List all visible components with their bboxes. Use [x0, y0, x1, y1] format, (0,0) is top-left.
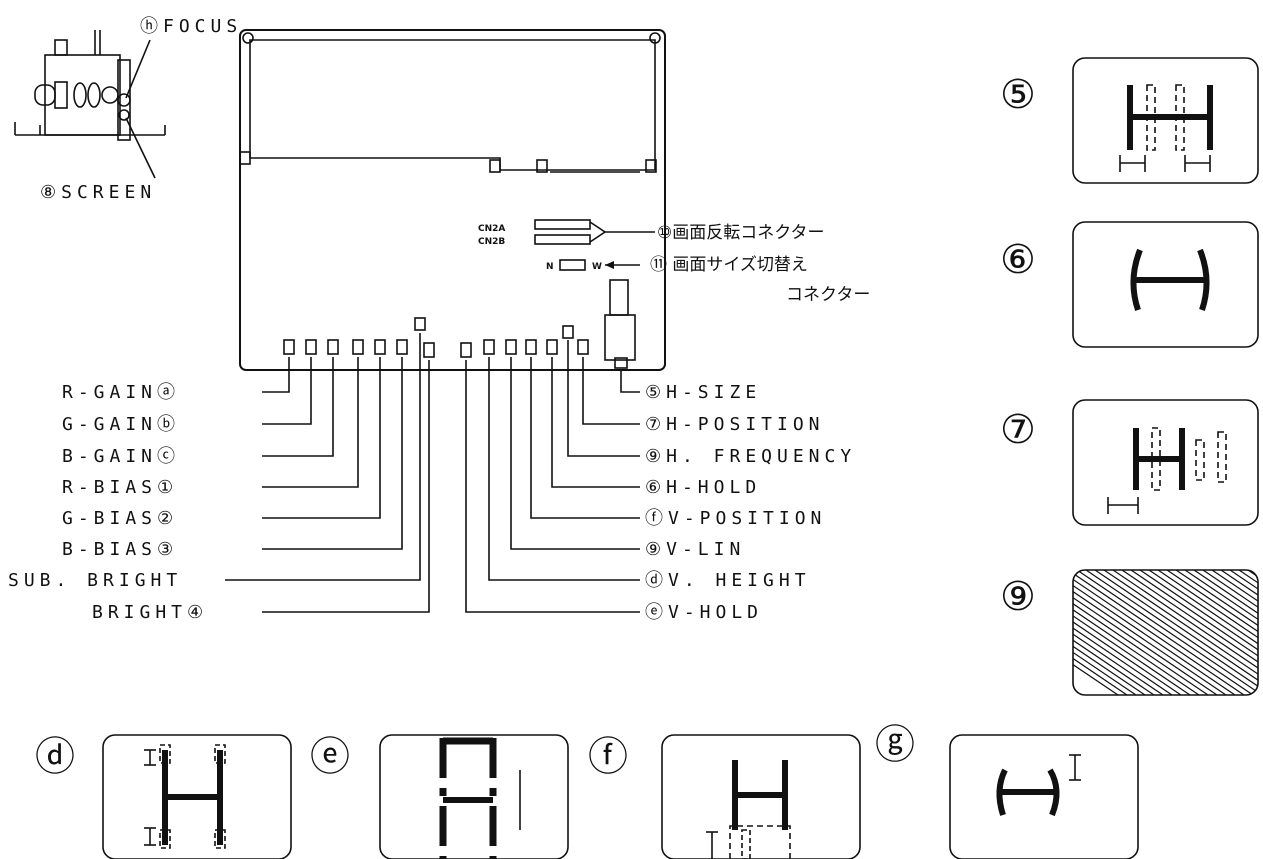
left-leader-lines [225, 333, 430, 613]
hatch-line [1094, 570, 1258, 695]
hatch-line [1112, 570, 1258, 695]
cn2b-label: CN2B [478, 237, 505, 247]
panel-e-mark: ⓔ [310, 734, 350, 780]
label-h-size: ⑤H-SIZE [645, 382, 761, 403]
label-h-frequency: ⑨H. FREQUENCY [645, 446, 856, 467]
hatch-line [1073, 570, 1128, 695]
screen-label: ⑧SCREEN [40, 182, 156, 203]
hatch-line [1184, 570, 1258, 695]
panel-d-mark: ⓓ [35, 734, 75, 780]
hatch-line [1166, 570, 1258, 695]
panel-g-mark: ⓖ [875, 722, 915, 768]
hatch-line [1073, 570, 1227, 695]
hatch-line [1076, 570, 1258, 695]
cn2a-label: CN2A [478, 224, 505, 234]
hatch-line [1121, 570, 1258, 695]
main-board [239, 29, 666, 371]
size-connector[interactable] [559, 259, 586, 271]
hatch-line [1193, 570, 1258, 695]
panel-g [949, 734, 1139, 859]
panel-5 [1072, 57, 1259, 184]
hatch-line [1073, 570, 1245, 695]
size-connector-label-1: ⑪ 画面サイズ切替え [650, 255, 808, 275]
w-label: W [592, 262, 602, 272]
label-b-bias: B-BIAS③ [62, 539, 178, 560]
label-v-position: ⓕV-POSITION [645, 508, 826, 529]
control-knobs [283, 317, 589, 358]
size-connector-label-2: コネクター [786, 285, 870, 305]
n-label: N [546, 262, 554, 272]
right-labels: ⑤H-SIZE ⑦H-POSITION ⑨H. FREQUENCY ⑥H-HOL… [645, 382, 856, 623]
panel-9-mark: ⑨ [1000, 574, 1036, 620]
hatch-line [1073, 570, 1209, 695]
right-leader-lines [465, 340, 640, 613]
hatch-line [1130, 570, 1258, 695]
hatch-line [1073, 570, 1182, 695]
hatch-line [1073, 570, 1173, 695]
label-g-gain: G-GAINⓑ [62, 414, 180, 435]
hatch-line [1157, 570, 1258, 695]
panel-d [102, 734, 292, 859]
crt-side-view [14, 30, 166, 179]
label-r-gain: R-GAINⓐ [62, 382, 180, 403]
cn2a-connector[interactable] [534, 219, 591, 230]
label-r-bias: R-BIAS① [62, 477, 178, 498]
panel-7 [1072, 399, 1259, 526]
hatch-line [1073, 570, 1137, 695]
panel-5-mark: ⑤ [1000, 72, 1036, 118]
label-v-hold: ⓔV-HOLD [645, 602, 763, 623]
reverse-connector-label: ⑩画面反転コネクター [657, 223, 825, 243]
label-sub-bright: SUB. BRIGHT [8, 570, 182, 591]
panel-e [379, 734, 569, 859]
label-b-gain: B-GAINⓒ [62, 446, 180, 467]
focus-label: ⓗFOCUS [140, 16, 242, 37]
hatch-line [1085, 570, 1258, 695]
panel-6-mark: ⑥ [1000, 237, 1036, 283]
hatch-line [1148, 570, 1258, 695]
hatch-line [1073, 570, 1200, 695]
hatch-line [1139, 570, 1258, 695]
hatch-line [1211, 570, 1258, 695]
hatch-line [1175, 570, 1258, 695]
hatch-line [1073, 570, 1191, 695]
panel-7-mark: ⑦ [1000, 407, 1036, 453]
hatch-line [1073, 570, 1119, 695]
hatch-line [1202, 570, 1258, 695]
hatch-line [1103, 570, 1258, 695]
panel-f-mark: ⓕ [588, 734, 628, 780]
cn2b-connector[interactable] [534, 234, 591, 245]
hatch-line [1073, 570, 1164, 695]
panel-6 [1072, 221, 1259, 348]
label-h-hold: ⑥H-HOLD [645, 477, 761, 498]
panel-9 [1072, 569, 1259, 696]
hatch-line [1073, 570, 1236, 695]
label-bright: BRIGHT④ [92, 602, 208, 623]
left-labels: R-GAINⓐ G-GAINⓑ B-GAINⓒ R-BIAS① G-BIAS② … [8, 382, 208, 623]
hatch-line [1073, 570, 1146, 695]
hatch-line [1220, 570, 1258, 695]
label-g-bias: G-BIAS② [62, 508, 178, 529]
label-h-position: ⑦H-POSITION [645, 414, 825, 435]
hatch-line [1073, 570, 1254, 695]
hatch-line [1073, 570, 1218, 695]
label-v-lin: ⑨V-LIN [645, 539, 745, 560]
hatch-line [1073, 570, 1155, 695]
panel-f [661, 734, 861, 859]
label-v-height: ⓓV. HEIGHT [645, 570, 811, 591]
